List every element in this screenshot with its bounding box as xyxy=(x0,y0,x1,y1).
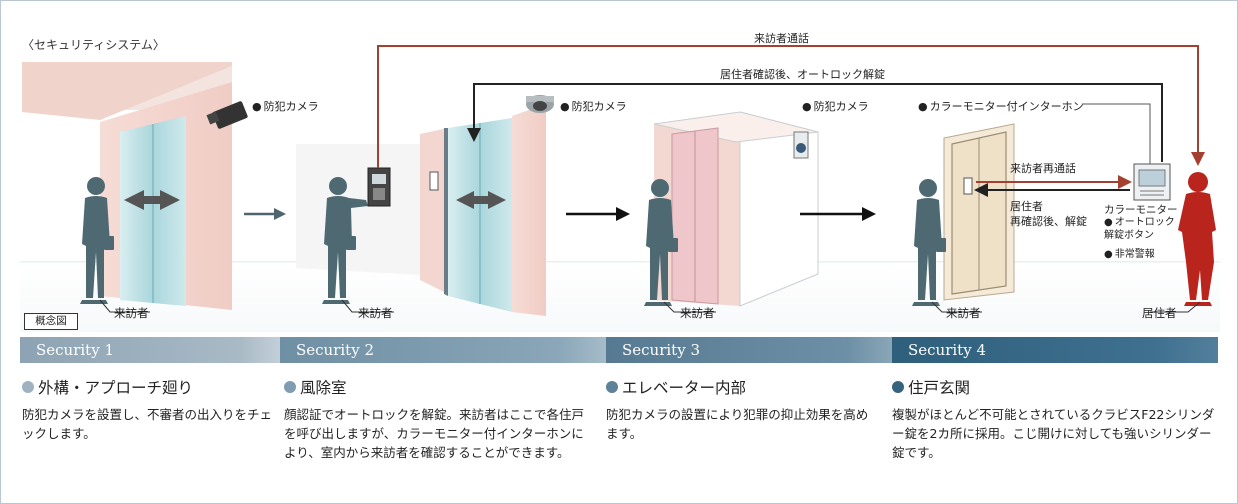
visitor-silhouette-4 xyxy=(912,179,946,306)
visitor-call-label: 来訪者通話 xyxy=(754,32,809,45)
stage-bar-4: Security 4 xyxy=(892,337,1218,363)
monitor-label: カラーモニター xyxy=(1104,204,1178,216)
stage-3-description: 防犯カメラの設置により犯罪の抑止効果を高めます。 xyxy=(606,407,869,441)
slide-arrow-left-icon xyxy=(124,190,144,210)
camera-label-2: 防犯カメラ xyxy=(560,98,627,114)
resident-unlock-line xyxy=(467,83,1163,162)
person-label-leaders xyxy=(99,299,1201,313)
resident-silhouette xyxy=(1178,172,1216,306)
slide-arrow-right-icon xyxy=(488,191,506,209)
stage-2-description: 顔認証でオートロックを解錠。来訪者はここで各住戸を呼び出しますが、カラーモニター… xyxy=(284,407,585,460)
stage-4-block: 住戸玄関 複製がほとんど不可能とされているクラビスF22シリンダー錠を2カ所に採… xyxy=(892,376,1218,462)
visitor-label-2: 来訪者 xyxy=(358,306,393,320)
resident-label: 居住者 xyxy=(1142,306,1177,320)
monitor-feature-unlock: オートロック 解錠ボタン xyxy=(1104,216,1175,242)
visitor-label-1: 来訪者 xyxy=(114,306,149,320)
intercom-panel-icon xyxy=(367,167,391,207)
stage-1-bullet-icon xyxy=(22,381,34,393)
slide-arrow-right-icon xyxy=(160,190,180,210)
dome-camera-icon xyxy=(526,95,554,113)
visitor-label-3: 来訪者 xyxy=(680,306,715,320)
stage-4-description: 複製がほとんど不可能とされているクラビスF22シリンダー錠を2カ所に採用。こじ開… xyxy=(892,407,1215,460)
stage-bar-2: Security 2 xyxy=(280,337,606,363)
visitor-label-4: 来訪者 xyxy=(946,306,981,320)
scene-exterior xyxy=(22,62,248,310)
visitor-recall-label: 来訪者再通話 xyxy=(1010,162,1076,175)
stage-bar-1: Security 1 xyxy=(20,337,280,363)
stage-2-title-row: 風除室 xyxy=(284,376,584,398)
lobby-back-wall xyxy=(296,144,420,275)
monitor-feature-alarm: 非常警報 xyxy=(1104,245,1155,260)
intercom-leader-line xyxy=(1082,103,1151,164)
stage-3-bullet-icon xyxy=(606,381,618,393)
stage-4-bullet-icon xyxy=(892,381,904,393)
visitor-recall-line xyxy=(976,175,1132,189)
stage-2-block: 風除室 顔認証でオートロックを解錠。来訪者はここで各住戸を呼び出しますが、カラー… xyxy=(284,376,584,462)
slide-arrow-left-icon xyxy=(456,191,474,209)
camera-label-3: 防犯カメラ xyxy=(802,98,869,114)
resident-unlock-label: 居住者確認後、オートロック解錠 xyxy=(720,68,885,81)
stage-4-title: 住戸玄関 xyxy=(908,379,971,397)
stage-2-bullet-icon xyxy=(284,381,296,393)
stage-1-description: 防犯カメラを設置し、不審者の出入りをチェックします。 xyxy=(22,407,273,441)
recheck-unlock-line xyxy=(974,183,1130,197)
door-intercom-icon xyxy=(963,177,973,195)
visitor-call-line xyxy=(377,45,1205,168)
visitor-silhouette-1 xyxy=(80,177,114,304)
camera-icon xyxy=(793,131,809,159)
stage-flow-arrows xyxy=(244,207,876,221)
concept-diagram-label: 概念図 xyxy=(24,313,78,330)
stage-3-title-row: エレベーター内部 xyxy=(606,376,876,398)
stage-1-block: 外構・アプローチ廻り 防犯カメラを設置し、不審者の出入りをチェックします。 xyxy=(22,376,274,443)
resident-recheck-label: 居住者 再確認後、解錠 xyxy=(1010,200,1087,228)
stage-4-title-row: 住戸玄関 xyxy=(892,376,1218,398)
stage-1-title: 外構・アプローチ廻り xyxy=(38,379,194,397)
stage-bar-3: Security 3 xyxy=(606,337,892,363)
intercom-label: カラーモニター付インターホン xyxy=(918,98,1084,114)
camera-label-1: 防犯カメラ xyxy=(252,98,319,114)
stage-3-title: エレベーター内部 xyxy=(622,379,747,397)
stage-2-title: 風除室 xyxy=(300,379,347,397)
scene-unit-door xyxy=(943,123,1171,301)
color-monitor-icon xyxy=(1133,163,1171,201)
stage-1-title-row: 外構・アプローチ廻り xyxy=(22,376,274,398)
diagram-heading: 〈セキュリティシステム〉 xyxy=(22,38,165,52)
visitor-silhouette-3 xyxy=(644,179,678,306)
scene-elevator xyxy=(653,111,819,307)
stage-3-block: エレベーター内部 防犯カメラの設置により犯罪の抑止効果を高めます。 xyxy=(606,376,876,443)
camera-icon xyxy=(206,101,248,129)
